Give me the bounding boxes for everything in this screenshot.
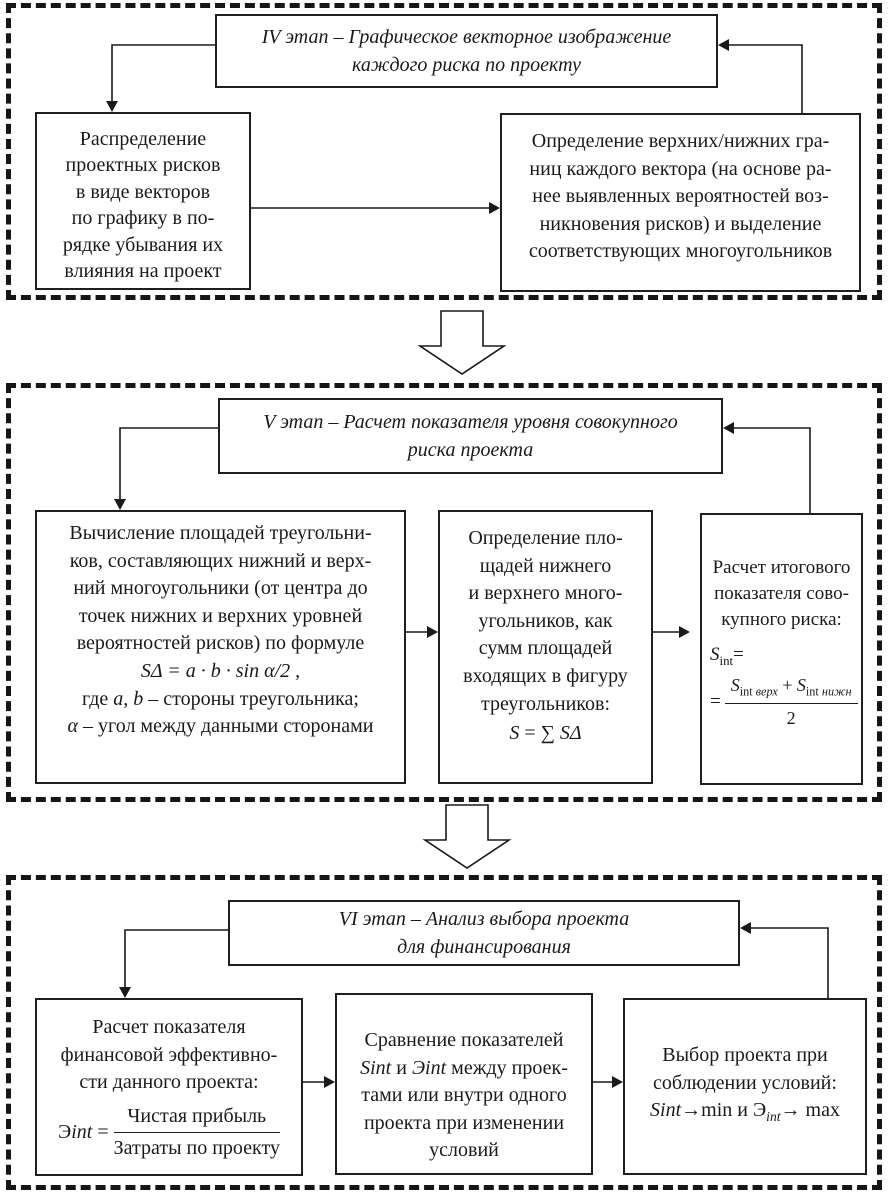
select-line2: соблюдении условий: (653, 1071, 837, 1094)
stage4-title: IV этап – Графическое векторное изображе… (261, 26, 672, 76)
eint-label: Эint (411, 1056, 447, 1079)
fraction-numerator: Чистая прибыль (113, 1103, 280, 1134)
compare-line1: Сравнение показателей (364, 1029, 564, 1051)
stage5-total-risk-box: Расчет итогового показателя сово- купног… (700, 513, 863, 785)
arrowhead-right-icon (489, 202, 500, 214)
stage6-compare-box: Сравнение показателей Sint и Эint между … (335, 993, 593, 1175)
fraction-denominator: Затраты по проекту (113, 1137, 280, 1160)
s-lower: S (796, 675, 806, 696)
sub-int: int (739, 684, 756, 699)
efficiency-fraction: Чистая прибыль Затраты по проекту (113, 1103, 280, 1163)
stage4-title-box: IV этап – Графическое векторное изображе… (215, 14, 718, 88)
stage5-title: V этап – Расчет показателя уровня совоку… (263, 411, 678, 461)
total-risk-formula: = Sint верх + Sint нижн 2 (702, 673, 861, 730)
stage4-frame (6, 3, 882, 300)
sub-int: int (805, 684, 822, 699)
stage5-polygon-area-box: Определение пло- щадей нижнего и верхнег… (438, 510, 653, 784)
equals-sign: = (733, 643, 744, 665)
sint-label: Sint (650, 1099, 682, 1122)
plus-sign: + (777, 675, 797, 696)
stage5-calc-formula-line: SΔ = a · b · sin α/2 , (37, 658, 404, 686)
arrow-stage4-title-to-left (111, 44, 215, 104)
sub-nizhn: нижн (821, 684, 852, 699)
compare-line3: тами или внутри одного (361, 1084, 567, 1107)
sint-symbol: S (710, 643, 720, 665)
total-risk-lhs: Sint= (702, 642, 861, 670)
arrow-stage6-select-to-title (748, 927, 829, 998)
stage4-bounds-text: Определение верхних/нижних гра- ниц кажд… (528, 130, 833, 263)
stage6-frame (6, 875, 882, 1190)
max-condition: → max (780, 1099, 840, 1122)
arrowhead-down-icon (114, 499, 126, 510)
where-vars: a, b (113, 687, 144, 710)
compare-line4: проекта при изменении (363, 1111, 565, 1134)
stage5-calc-alpha-line: α – угол между данными сторонами (37, 713, 404, 741)
stage6-efficiency-box: Расчет показателя финансовой эффективно-… (35, 998, 303, 1176)
stage5-triangle-area-box: Вычисление площадей треугольни- ков, сос… (35, 510, 406, 784)
e-symbol: Э (752, 1099, 767, 1122)
arrow-stage4-right-to-title (728, 44, 803, 113)
compare-line2-rest: между проек- (446, 1056, 568, 1079)
and-word: и (391, 1056, 412, 1079)
stage5-calc-text: Вычисление площадей треугольни- ков, сос… (69, 522, 372, 655)
sint-subscript: int (719, 652, 734, 668)
equals-sign: = (710, 690, 721, 712)
arrowhead-right-icon (324, 1076, 335, 1088)
arrowhead-down-icon (119, 987, 131, 998)
arrow-stage5-title-to-calc (119, 427, 218, 502)
stage5-title-box: V этап – Расчет показателя уровня совоку… (218, 398, 723, 474)
arrowhead-right-icon (612, 1076, 623, 1088)
e-subscript: int (766, 1109, 781, 1125)
formula-sdelta: SΔ (559, 722, 582, 745)
stage5-total-text: Расчет итогового показателя сово- купног… (712, 557, 851, 631)
arrowhead-right-icon (427, 626, 438, 638)
big-down-arrow-icon (417, 310, 507, 375)
sint-label: Sint (360, 1056, 392, 1079)
big-down-arrow-icon (422, 804, 512, 869)
arrow-stage5-total-to-title (731, 427, 811, 513)
where-rest: – стороны треугольника; (143, 687, 359, 710)
alpha-var: α (67, 715, 79, 738)
select-line1: Выбор проекта при (662, 1044, 828, 1066)
sub-verh: верх (755, 684, 778, 699)
triangle-area-formula: SΔ = a · b · sin α/2 , (140, 659, 301, 682)
formula-s: S (509, 722, 520, 745)
arrowhead-left-icon (740, 922, 751, 934)
select-condition-line: Sint→min и Эint→ max (625, 1097, 865, 1127)
stage6-select-box: Выбор проекта при соблюдении условий: Si… (623, 998, 867, 1175)
arrowhead-left-icon (718, 39, 729, 51)
stage6-title-box: VI этап – Анализ выбора проекта для фина… (228, 900, 740, 966)
arrowhead-left-icon (723, 422, 734, 434)
formula-sum: = ∑ (519, 722, 560, 745)
compare-line5: условий (429, 1139, 499, 1162)
arrowhead-right-icon (679, 626, 690, 638)
polygon-area-formula: S = ∑ SΔ (440, 720, 651, 748)
stage6-eff-text: Расчет показателя финансовой эффективно-… (60, 1016, 278, 1094)
stage5-frame (6, 383, 882, 802)
stage5-calc-where-line: где a, b – стороны треугольника; (37, 686, 404, 714)
arrow-stage6-title-to-eff (124, 929, 228, 990)
min-condition: →min и (681, 1099, 753, 1122)
fraction-denominator: 2 (786, 707, 796, 728)
stage4-bounds-box: Определение верхних/нижних гра- ниц кажд… (500, 113, 861, 292)
s-upper: S (730, 675, 740, 696)
equals-sign: = (92, 1121, 114, 1144)
fraction-numerator: Sint верх + Sint нижн (724, 673, 858, 704)
stage4-distribute-box: Распределение проектных рисков в виде ве… (35, 112, 251, 290)
e-int: int (71, 1121, 93, 1144)
where-prefix: где (82, 687, 114, 710)
total-risk-fraction: Sint верх + Sint нижн 2 (724, 673, 858, 730)
e-symbol: Э (58, 1121, 72, 1144)
stage4-distribute-text: Распределение проектных рисков в виде ве… (62, 128, 224, 282)
stage6-title: VI этап – Анализ выбора проекта для фина… (338, 908, 630, 958)
stage5-area-text: Определение пло- щадей нижнего и верхнег… (463, 527, 628, 715)
compare-line2: Sint и Эint между проек- (337, 1055, 591, 1083)
arrowhead-down-icon (106, 101, 118, 112)
alpha-rest: – угол между данными сторонами (78, 715, 374, 738)
